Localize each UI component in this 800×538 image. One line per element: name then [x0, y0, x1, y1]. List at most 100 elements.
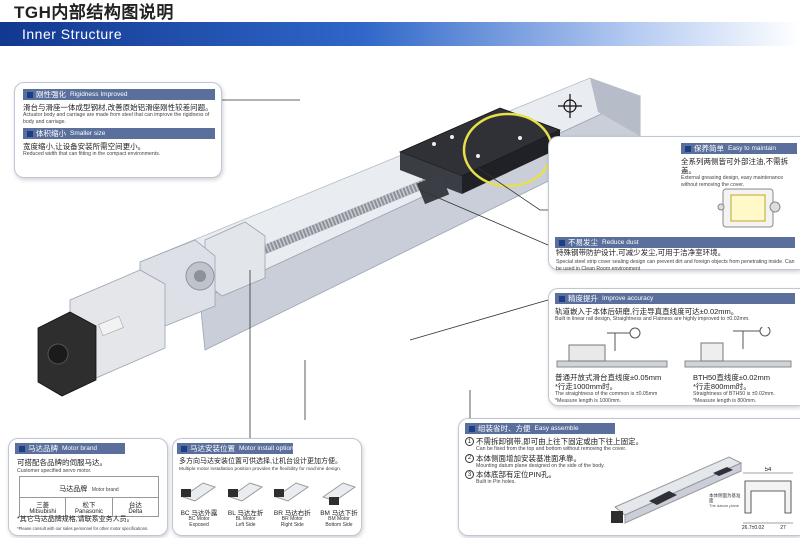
maintain-panel: 保养简单 Easy to maintain 全系列两侧皆可外部注油,不需拆盖。 …	[548, 136, 800, 270]
motor-option-en2: Exposed	[189, 521, 209, 528]
assemble-item-cn: 本体底部有定位PIN孔。	[476, 470, 557, 479]
accuracy-right-cn: BTH50直线度±0.02mm	[693, 373, 771, 382]
motor-install-tag: 马达安装位置 Motor install options	[177, 443, 297, 454]
motor-brand-tag-en: Motor brand	[62, 445, 98, 452]
motor-option-icon	[274, 482, 310, 502]
assemble-item-en: Built in Pin holes.	[476, 479, 516, 485]
assemble-tag-en: Easy assemble	[534, 425, 579, 432]
motor-option-code: BL	[227, 510, 236, 517]
size-text-en: Reduced width that can fitting in the co…	[23, 151, 161, 157]
size-tag-cn: 体积缩小	[36, 129, 66, 138]
motor-brand-note-en: *Please consult with our sales personnel…	[17, 526, 149, 531]
ball-nut	[416, 173, 450, 205]
assemble-item-en: Can be fixed from the top and bottom wit…	[476, 446, 627, 452]
dust-tag-en: Reduce dust	[602, 239, 639, 246]
accuracy-comparison-illustration	[556, 327, 792, 368]
dust-tag-cn: 不易发尘	[568, 238, 598, 247]
brand-cn: 三菱	[36, 502, 50, 509]
item-number-badge: 3	[465, 470, 474, 479]
accuracy-left-en: The straightness of the common is ±0.05m…	[555, 391, 658, 397]
rigidity-tag: 刚性强化 Rigidness Improved	[23, 89, 215, 100]
motor-option-en1: BL Motor	[235, 516, 256, 523]
motor-brand-text-cn: 可搭配各品牌的伺服马达。	[17, 458, 107, 467]
tag-square-icon	[19, 445, 25, 452]
motor-option-en2: Right Side	[280, 521, 304, 528]
motor-brand-tag-cn: 马达品牌	[28, 444, 58, 453]
accuracy-right-en: Straightness of BTH50 is ±0.02mm.	[693, 391, 775, 397]
dim-top: 54	[765, 467, 772, 473]
brand-table-header-cn: 马达品牌	[59, 486, 88, 493]
section-header-bar: Inner Structure	[0, 22, 800, 46]
motor-install-text-cn: 多方向马达安装位置可供选择,让机台设计更加方便。	[179, 458, 342, 465]
brand-table-header-en: Motor brand	[91, 487, 119, 493]
grease-port-illustration	[717, 188, 781, 228]
maintain-tag: 保养简单 Easy to maintain	[681, 143, 797, 154]
assemble-item-cn: 不需拆卸钢带,即可由上往下固定或由下往上固定。	[476, 437, 644, 446]
accuracy-left-cn: 普通开放式滑台直线度±0.05mm	[555, 373, 662, 382]
motor-option-icon	[227, 482, 263, 502]
accuracy-panel: 精度提升 Improve accuracy 轨道嵌入于本体后研磨,行走导真直线度…	[548, 288, 800, 406]
tag-square-icon	[27, 130, 33, 137]
motor-option-cn: 马达外露	[191, 510, 218, 517]
dim-right: 27	[780, 525, 786, 531]
motor-install-tag-cn: 马达安装位置	[190, 444, 235, 453]
size-text-cn: 宽度缩小,让设备安装所需空间更小。	[23, 142, 146, 151]
accuracy-tag-cn: 精度提升	[568, 294, 598, 303]
accuracy-left-cn2: *行走1000mm时。	[555, 382, 618, 391]
accuracy-left-en2: *Measure length is 1000mm.	[555, 397, 622, 404]
assemble-tag-cn: 组装省时、方便	[478, 424, 531, 433]
assemble-item-en: Mounting datum plane designed on the sid…	[476, 462, 605, 469]
accuracy-text-cn: 轨道嵌入于本体后研磨,行走导真直线度可达±0.02mm。	[555, 307, 739, 316]
motor-brand-text-en: Customer specified servo motor.	[17, 468, 92, 474]
motor-brand-tag: 马达品牌 Motor brand	[15, 443, 125, 454]
rigidity-text-en: Actuator body and carriage are made from…	[23, 112, 210, 125]
rigidity-tag-en: Rigidness Improved	[70, 91, 128, 98]
brand-en: Mitsubishi	[29, 509, 56, 515]
motor-option-cn: 马达下折	[331, 510, 358, 517]
crosshair-icon	[558, 94, 582, 118]
datum-note-cn: 本体侧面为基准面	[709, 493, 741, 504]
motor-install-panel: 马达安装位置 Motor install options 多方向马达安装位置可供…	[172, 438, 362, 536]
motor-brand-panel: 马达品牌 Motor brand 可搭配各品牌的伺服马达。 Customer s…	[8, 438, 168, 536]
dim-left: 26.7±0.02	[742, 525, 764, 531]
rigidity-panel: 刚性强化 Rigidness Improved 滑台与滑座一体成型钢材,改善原始…	[14, 82, 222, 178]
tag-square-icon	[181, 445, 187, 452]
motor-install-tag-en: Motor install options	[239, 445, 297, 452]
motor-option-en1: BR Motor	[281, 516, 303, 523]
motor-option-code: BC	[180, 510, 190, 517]
brand-en: Panasonic	[74, 509, 103, 515]
maintain-tag-cn: 保养简单	[694, 144, 724, 153]
accuracy-right-en2: *Measure length is 800mm.	[693, 397, 757, 404]
motor-option-icon	[321, 482, 357, 505]
tag-square-icon	[559, 295, 565, 302]
motor-brand-note-cn: *其它马达品牌规格,请联系业务人员。	[17, 516, 134, 523]
profile-dimension-drawing: 54 26.7±0.02 27	[742, 467, 793, 531]
tag-square-icon	[559, 239, 565, 246]
brand-cn: 松下	[82, 502, 96, 509]
item-number-badge: 1	[465, 437, 474, 446]
accuracy-right-cn2: *行走800mm时。	[693, 382, 751, 391]
maintain-text-cn: 全系列两侧皆可外部注油,不需拆盖。	[681, 157, 789, 175]
datum-note-en: The datum plane	[709, 502, 740, 508]
brand-cn: 台达	[128, 502, 142, 509]
motor-option-cn: 马达左折	[237, 510, 264, 517]
dust-tag: 不易发尘 Reduce dust	[555, 237, 795, 248]
motor-option-code: BR	[273, 510, 283, 517]
accuracy-text-en: Built in linear rail design, Straightnes…	[555, 316, 750, 322]
motor-option-en2: Bottom Side	[325, 521, 353, 528]
motor-install-text-en: Multiple motor installation position pro…	[179, 467, 342, 472]
actuator-body-end	[590, 78, 640, 136]
